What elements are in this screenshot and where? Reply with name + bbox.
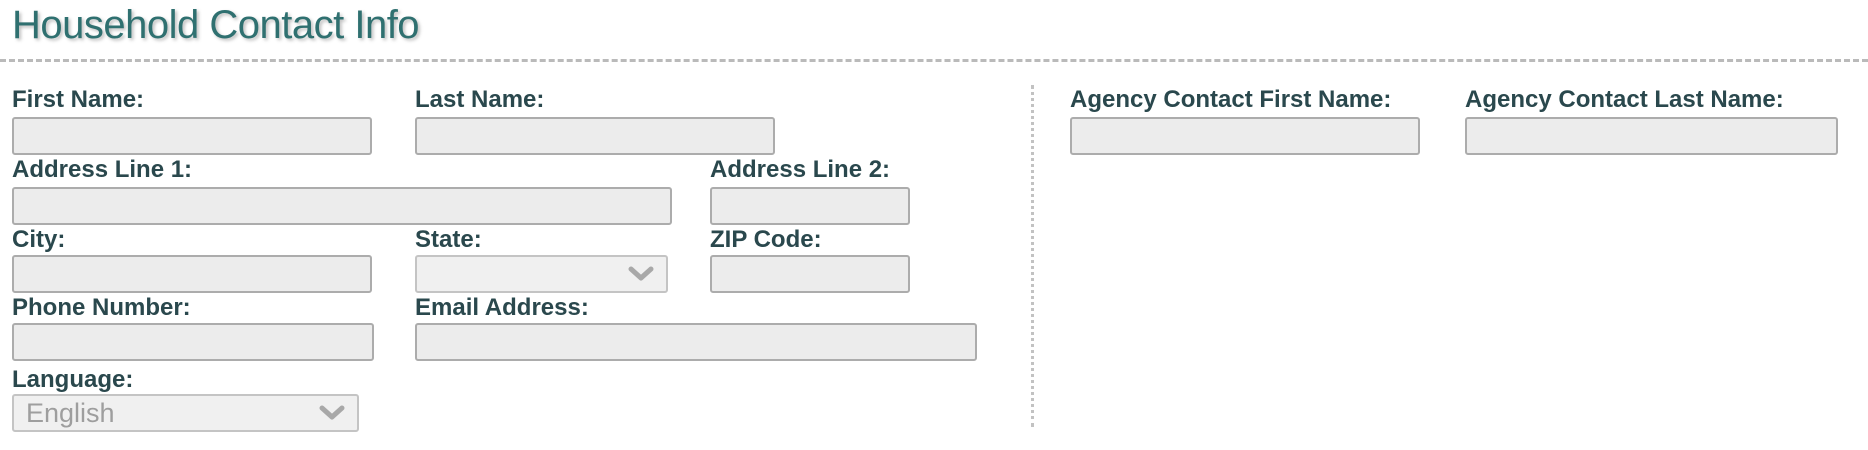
address-line2-label: Address Line 2: bbox=[710, 156, 891, 183]
language-label: Language: bbox=[12, 366, 134, 393]
chevron-down-icon bbox=[628, 266, 654, 281]
language-select-value: English bbox=[26, 397, 115, 428]
last-name-input[interactable] bbox=[415, 117, 775, 155]
first-name-input[interactable] bbox=[12, 117, 372, 155]
agency-contact-last-name-label: Agency Contact Last Name: bbox=[1465, 86, 1784, 113]
address-line1-input[interactable] bbox=[12, 187, 672, 225]
agency-contact-first-name-label: Agency Contact First Name: bbox=[1070, 86, 1392, 113]
last-name-label: Last Name: bbox=[415, 86, 545, 113]
phone-number-input[interactable] bbox=[12, 323, 374, 361]
state-select[interactable] bbox=[415, 255, 668, 293]
column-divider-vertical bbox=[1031, 85, 1034, 427]
city-input[interactable] bbox=[12, 255, 372, 293]
agency-contact-first-name-input[interactable] bbox=[1070, 117, 1420, 155]
section-divider-horizontal bbox=[0, 59, 1868, 62]
first-name-label: First Name: bbox=[12, 86, 145, 113]
chevron-down-icon bbox=[319, 405, 345, 420]
page-title: Household Contact Info bbox=[12, 3, 420, 47]
address-line1-label: Address Line 1: bbox=[12, 156, 193, 183]
agency-contact-last-name-input[interactable] bbox=[1465, 117, 1838, 155]
zip-code-input[interactable] bbox=[710, 255, 910, 293]
city-label: City: bbox=[12, 226, 66, 253]
language-select[interactable]: English bbox=[12, 394, 359, 432]
email-address-input[interactable] bbox=[415, 323, 977, 361]
state-label: State: bbox=[415, 226, 482, 253]
address-line2-input[interactable] bbox=[710, 187, 910, 225]
zip-code-label: ZIP Code: bbox=[710, 226, 822, 253]
phone-number-label: Phone Number: bbox=[12, 294, 191, 321]
email-address-label: Email Address: bbox=[415, 294, 589, 321]
